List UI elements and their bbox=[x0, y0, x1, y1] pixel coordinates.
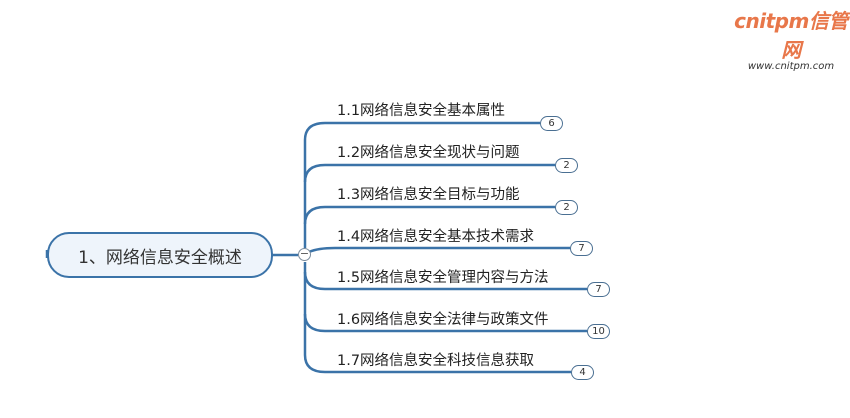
branch-node-6[interactable]: 1.6网络信息安全法律与政策文件 bbox=[337, 312, 549, 328]
branch-count-badge-4[interactable]: 7 bbox=[570, 241, 593, 256]
branch-node-4[interactable]: 1.4网络信息安全基本技术需求 bbox=[337, 229, 535, 245]
connector-2 bbox=[303, 163, 555, 183]
branch-count-badge-3[interactable]: 2 bbox=[555, 200, 578, 215]
branch-node-7[interactable]: 1.7网络信息安全科技信息获取 bbox=[337, 353, 535, 369]
root-node[interactable]: 1、网络信息安全概述 bbox=[47, 232, 273, 278]
root-node-label: 1、网络信息安全概述 bbox=[78, 247, 242, 268]
connector-3 bbox=[303, 205, 555, 225]
connector-1 bbox=[303, 121, 540, 248]
branch-node-3[interactable]: 1.3网络信息安全目标与功能 bbox=[337, 187, 520, 203]
branch-node-1[interactable]: 1.1网络信息安全基本属性 bbox=[337, 103, 506, 119]
connector-4 bbox=[308, 246, 570, 254]
branch-count-badge-1[interactable]: 6 bbox=[540, 116, 563, 131]
logo-text: cnitpm信管网 bbox=[734, 9, 848, 62]
branch-count-badge-2[interactable]: 2 bbox=[555, 158, 578, 173]
branch-count-badge-5[interactable]: 7 bbox=[587, 282, 610, 297]
branch-count-badge-6[interactable]: 10 bbox=[587, 324, 610, 339]
branch-node-2[interactable]: 1.2网络信息安全现状与问题 bbox=[337, 145, 520, 161]
branch-node-5[interactable]: 1.5网络信息安全管理内容与方法 bbox=[337, 270, 549, 286]
collapse-toggle-icon[interactable]: − bbox=[298, 247, 311, 261]
branch-count-badge-7[interactable]: 4 bbox=[571, 365, 594, 380]
cnitpm-logo: cnitpm信管网 www.cnitpm.com bbox=[732, 5, 850, 72]
logo-url: www.cnitpm.com bbox=[747, 61, 835, 72]
connector-7 bbox=[303, 314, 571, 374]
